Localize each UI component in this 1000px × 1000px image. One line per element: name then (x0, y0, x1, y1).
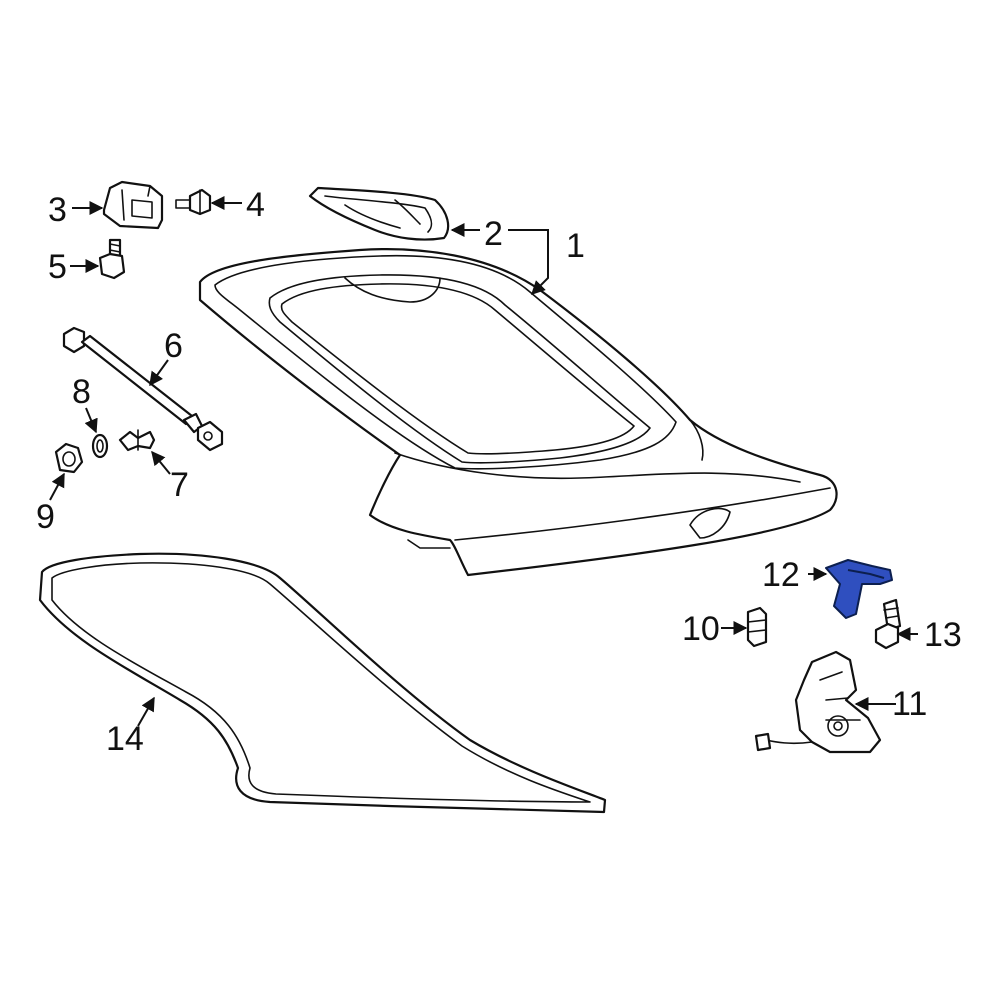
callout-9: 9 (36, 498, 55, 536)
callout-8: 8 (72, 373, 91, 411)
callout-10: 10 (682, 610, 720, 648)
callout-2: 2 (484, 215, 503, 253)
gas-strut[interactable] (62, 326, 224, 452)
push-clip[interactable] (118, 429, 156, 452)
hinge[interactable] (102, 180, 164, 230)
callout-5: 5 (48, 248, 67, 286)
callout-11: 11 (892, 685, 927, 723)
striker-bracket-highlighted[interactable] (825, 559, 893, 619)
callout-14: 14 (106, 720, 144, 758)
callout-3: 3 (48, 191, 67, 229)
latch[interactable] (754, 650, 882, 754)
callout-labels: 1 2 3 4 5 6 7 8 9 10 11 12 13 14 (36, 186, 962, 758)
hinge-bolt[interactable] (175, 188, 212, 216)
bolt[interactable] (98, 238, 126, 280)
bumper-stop[interactable] (746, 606, 768, 648)
callout-13: 13 (924, 616, 962, 654)
callout-1: 1 (566, 227, 585, 265)
spoiler-bracket[interactable] (308, 186, 450, 241)
callout-7: 7 (170, 466, 189, 504)
callout-12: 12 (762, 556, 800, 594)
callout-4: 4 (246, 186, 265, 224)
striker-bolt[interactable] (874, 598, 902, 650)
liftgate-panel[interactable] (198, 248, 838, 577)
washer[interactable] (91, 433, 109, 459)
leader-lines (49, 196, 918, 727)
weatherstrip-seal[interactable] (38, 552, 607, 814)
callout-6: 6 (164, 327, 183, 365)
nut[interactable] (54, 442, 84, 474)
